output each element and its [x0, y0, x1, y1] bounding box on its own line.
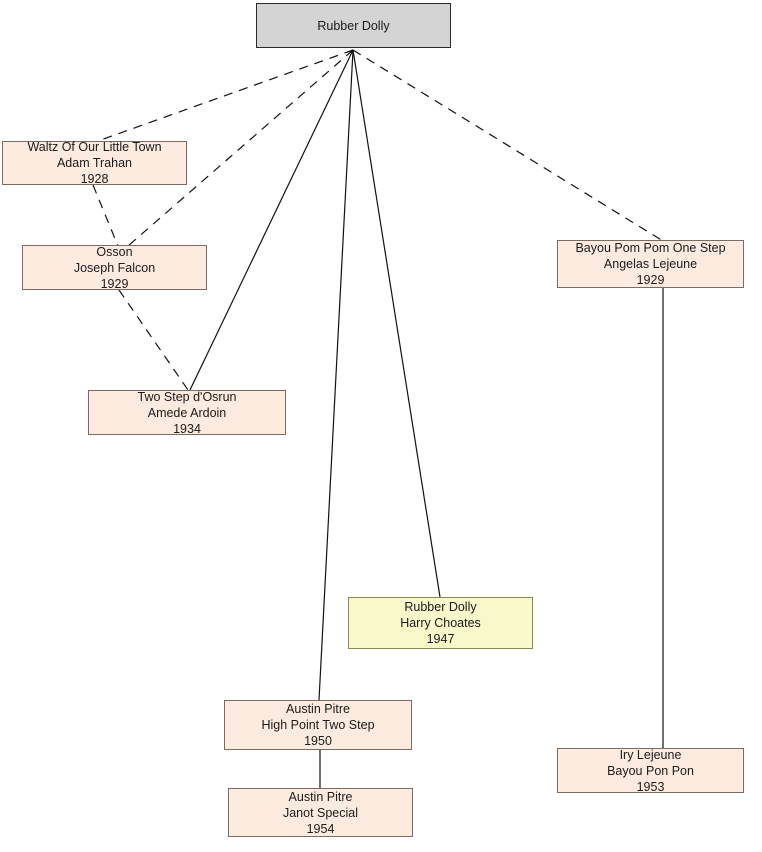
node-waltz-line-1: Adam Trahan — [56, 156, 133, 170]
node-rubber-dolly-choates-line-0: Rubber Dolly — [404, 600, 477, 614]
node-root-line-0: Rubber Dolly — [317, 18, 390, 33]
node-iry-lejeune-line-1: Bayou Pon Pon — [607, 763, 694, 778]
node-two-step-dosrun-line-0: Two Step d'Osrun — [137, 389, 237, 404]
node-two-step-dosrun-line-1: Amede Ardoin — [147, 405, 227, 420]
node-osson-line-0: Osson — [96, 244, 133, 259]
node-waltz-line-0: Waltz Of Our Little Town — [27, 140, 162, 154]
edge-root-to-rubber-dolly-choates — [352, 49, 441, 598]
node-iry-lejeune-line-2: 1953 — [636, 779, 665, 794]
edge-root-to-two-step-dosrun — [189, 49, 354, 391]
edge-waltz-to-osson — [92, 184, 119, 247]
edge-root-to-bayou-pom-pom — [352, 49, 664, 242]
node-iry-lejeune-line-0: Iry Lejeune — [619, 747, 682, 762]
node-austin-pitre-high-point-line-0: Austin Pitre — [286, 702, 350, 716]
edge-osson-to-two-step-dosrun — [118, 289, 189, 391]
node-bayou-pom-pom-line-1: Angelas Lejeune — [603, 257, 698, 271]
node-bayou-pom-pom-line-0: Bayou Pom Pom One Step — [575, 241, 726, 255]
node-rubber-dolly-choates-line-1: Harry Choates — [400, 616, 481, 630]
node-austin-pitre-janot-line-2: 1954 — [306, 821, 335, 836]
node-two-step-dosrun-line-2: 1934 — [173, 421, 201, 436]
node-osson-line-1: Joseph Falcon — [73, 260, 156, 275]
node-austin-pitre-janot-line-1: Janot Special — [282, 805, 359, 820]
edge-root-to-waltz — [94, 49, 354, 143]
node-austin-pitre-high-point-line-2: 1950 — [304, 734, 332, 748]
node-bayou-pom-pom-line-2: 1929 — [636, 273, 665, 287]
node-waltz-line-2: 1928 — [80, 172, 109, 186]
node-austin-pitre-janot-line-0: Austin Pitre — [288, 789, 353, 804]
node-austin-pitre-high-point-line-1: High Point Two Step — [261, 718, 375, 732]
node-root[interactable]: Rubber Dolly — [256, 3, 451, 48]
node-osson-line-2: 1929 — [100, 276, 129, 291]
node-rubber-dolly-choates-line-2: 1947 — [426, 632, 455, 646]
